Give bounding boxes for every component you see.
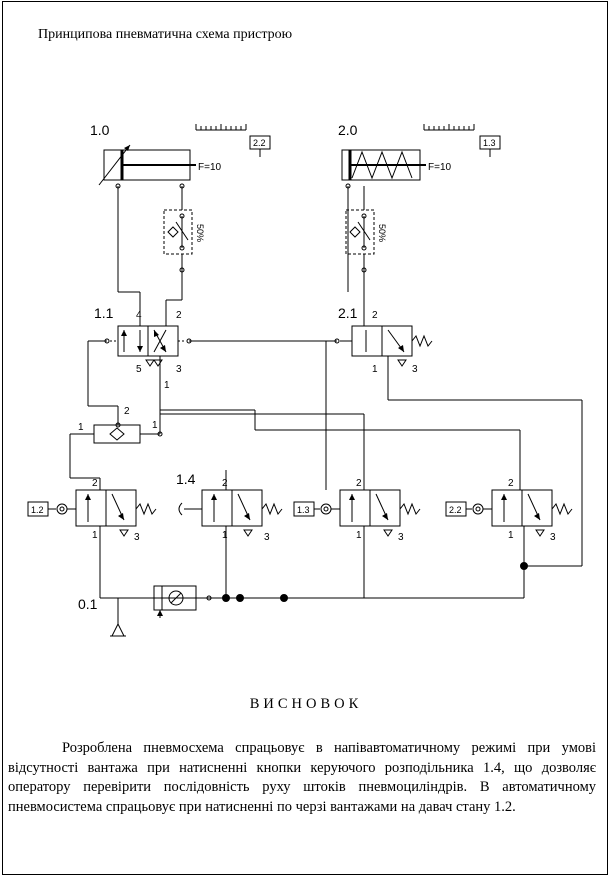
svg-text:2: 2 [222, 478, 228, 489]
valve-1-1: 1.1 4 2 5 3 1 [94, 305, 192, 410]
source-label: 0.1 [78, 596, 98, 612]
svg-text:3: 3 [412, 364, 418, 375]
svg-text:1: 1 [372, 364, 378, 375]
air-source-0-1: 0.1 [78, 585, 212, 637]
force-label-1: F=10 [198, 162, 222, 173]
scale-label-2: 1.3 [483, 138, 496, 148]
cylinder-2-0-label: 2.0 [338, 122, 358, 138]
stroke-scale-2: 1.3 [423, 124, 501, 157]
svg-text:1: 1 [78, 422, 84, 433]
scale-label-1: 2.2 [253, 138, 266, 148]
svg-text:1: 1 [152, 420, 158, 431]
port-3-label: 3 [176, 364, 182, 375]
valve-2-1-label: 2.1 [338, 305, 358, 321]
valve-1-1-label: 1.1 [94, 305, 114, 321]
svg-text:2: 2 [356, 478, 362, 489]
pushbutton-valve-1-4: 1.4 2 1 3 [176, 470, 283, 598]
svg-text:3: 3 [550, 532, 556, 543]
sensor-1-3-label: 1.3 [297, 505, 310, 515]
svg-text:1: 1 [356, 530, 362, 541]
throttle-label-2: 50% [377, 224, 387, 242]
force-label-2: F=10 [428, 162, 452, 173]
sensor-valve-2-2: 2.2 2 1 3 [445, 478, 573, 598]
conclusion-heading: ВИСНОВОК [249, 696, 363, 712]
cylinder-1-0-label: 1.0 [90, 122, 110, 138]
sensor-2-2-label: 2.2 [449, 505, 462, 515]
sensor-1-2-label: 1.2 [31, 505, 44, 515]
stroke-scale-1: 2.2 [195, 124, 271, 157]
svg-text:3: 3 [398, 532, 404, 543]
port-5-label: 5 [136, 364, 142, 375]
svg-text:1: 1 [508, 530, 514, 541]
cylinder-2-0: 2.0 F=10 [338, 122, 452, 189]
svg-text:2: 2 [508, 478, 514, 489]
sensor-valve-1-3: 1.3 2 1 3 [293, 478, 421, 598]
throttle-valve-2: 50% [345, 186, 387, 273]
shuttle-valve: 2 1 1 [69, 406, 163, 490]
valve-1-4-label: 1.4 [176, 471, 196, 487]
throttle-label-1: 50% [195, 224, 205, 242]
port-4-label: 4 [136, 310, 142, 321]
cylinder-1-0: 1.0 F=10 [90, 122, 222, 189]
conclusion-text: Розроблена пневмосхема спрацьовує в напі… [8, 740, 596, 815]
page-title: Принципова пневматична схема пристрою [38, 27, 293, 42]
throttle-valve-1: 50% [163, 186, 205, 273]
port-2-label: 2 [176, 310, 182, 321]
conclusion-paragraph: Розроблена пневмосхема спрацьовує в напі… [8, 739, 596, 817]
svg-text:1: 1 [92, 530, 98, 541]
svg-text:2: 2 [124, 406, 130, 417]
svg-text:1: 1 [222, 530, 228, 541]
valve-2-1: 2.1 2 1 3 [334, 305, 433, 400]
svg-text:2: 2 [92, 478, 98, 489]
svg-text:3: 3 [134, 532, 140, 543]
sensor-valve-1-2: 1.2 2 1 3 [27, 478, 157, 566]
port-1-label: 1 [164, 380, 170, 391]
svg-text:3: 3 [264, 532, 270, 543]
svg-text:2: 2 [372, 310, 378, 321]
